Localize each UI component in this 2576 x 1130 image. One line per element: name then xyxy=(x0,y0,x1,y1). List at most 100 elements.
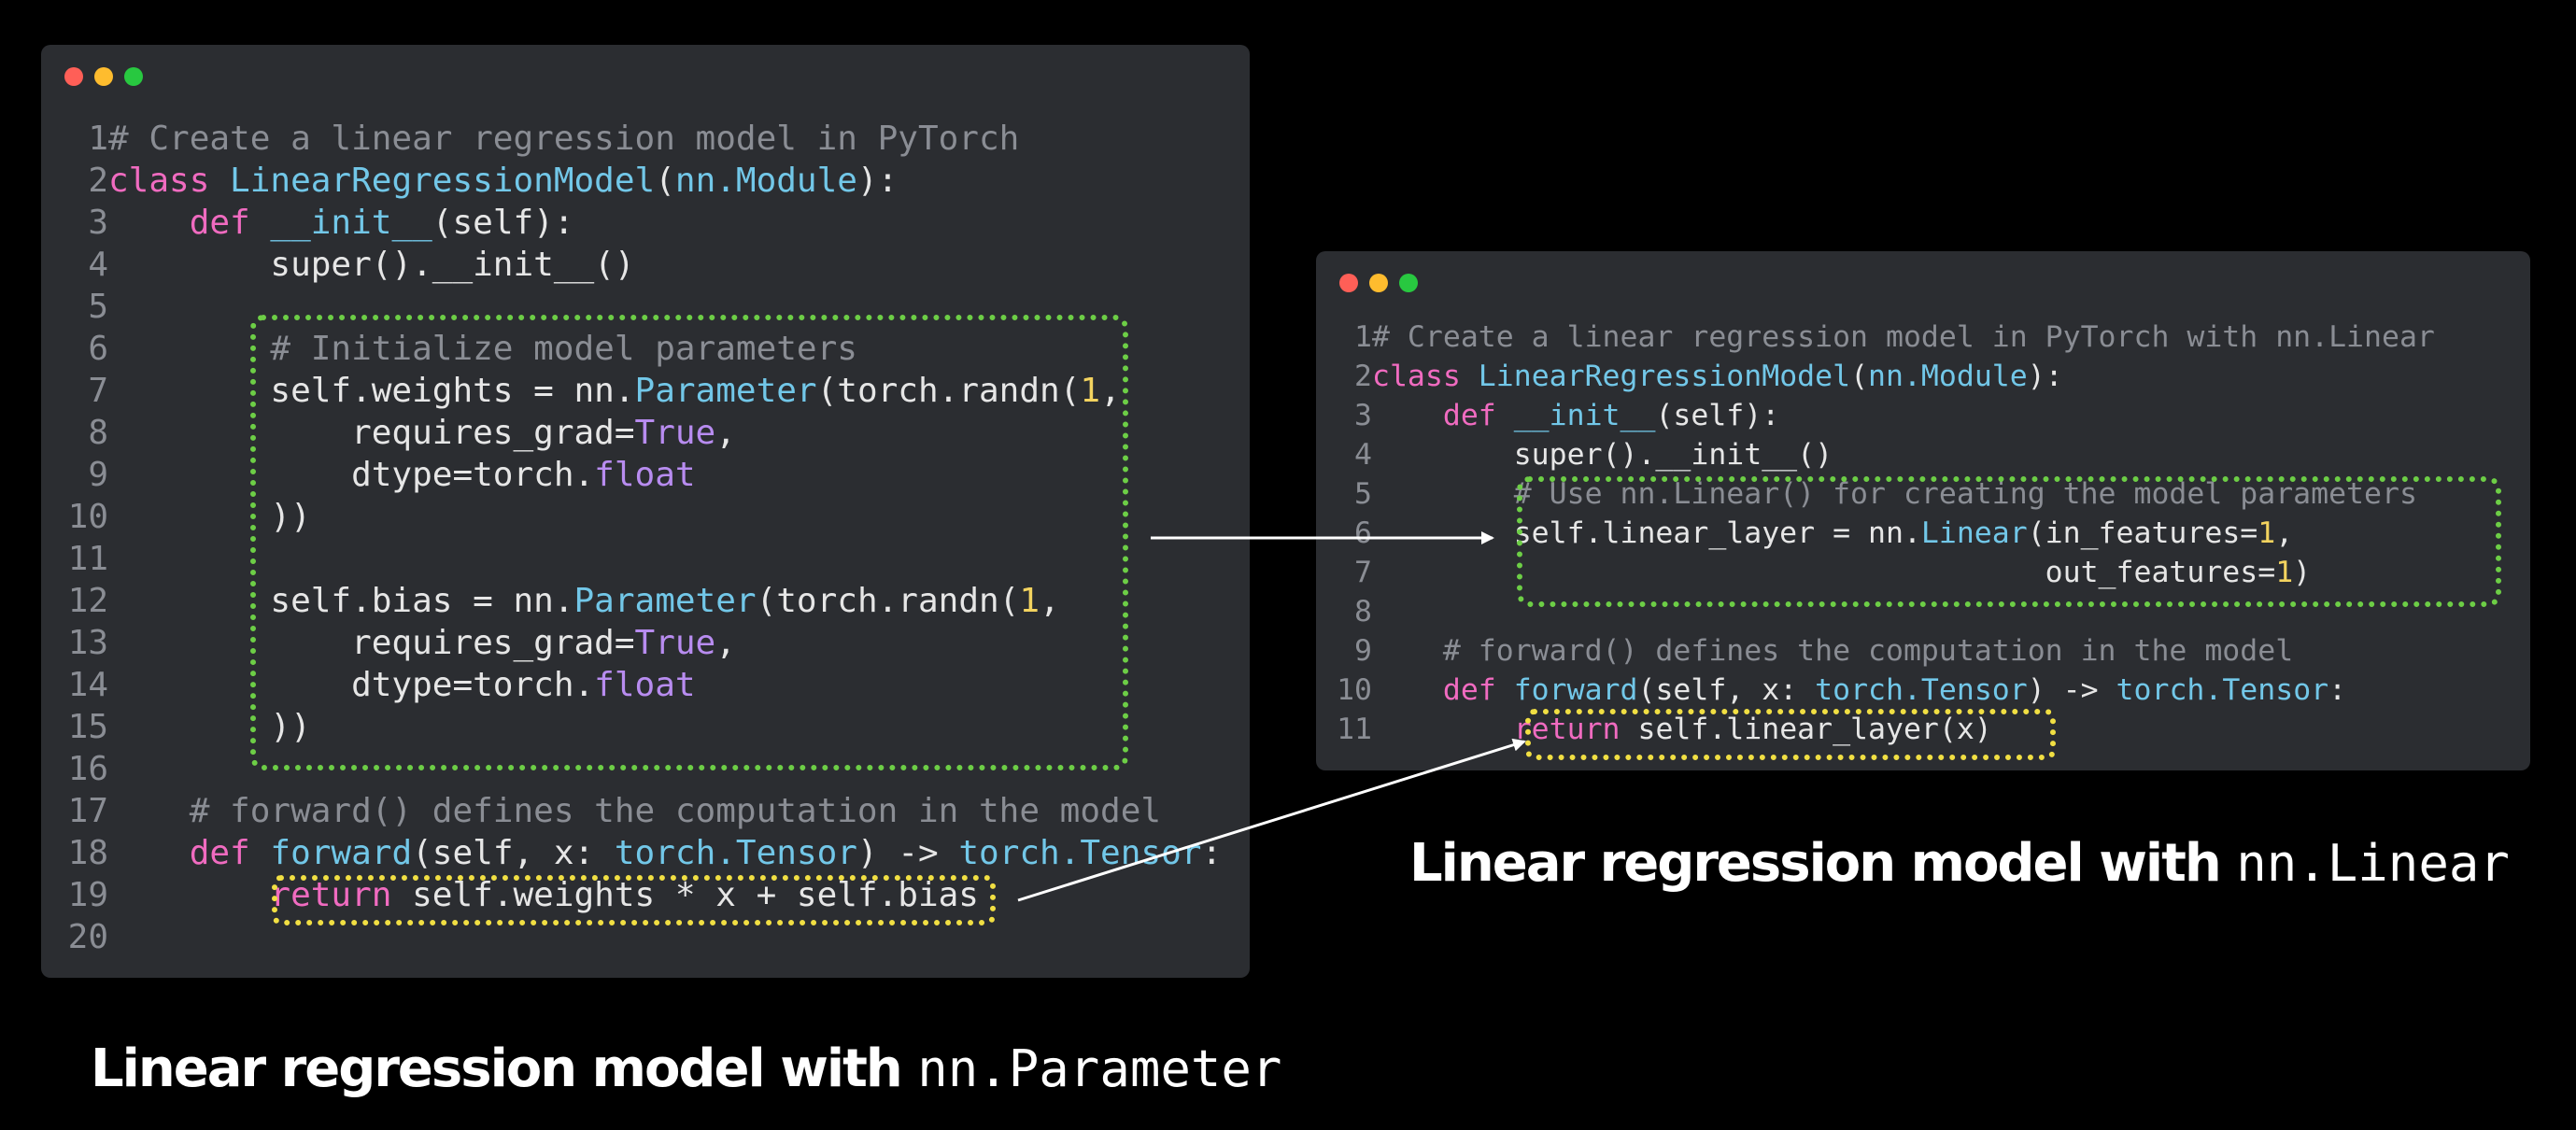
minimize-light-icon[interactable] xyxy=(94,67,113,86)
line-number: 7 xyxy=(88,372,108,410)
line-number: 8 xyxy=(1354,595,1372,629)
line-number: 5 xyxy=(88,288,108,326)
code-token: self.weights * x + self.bias xyxy=(412,876,979,914)
code-token: ): xyxy=(2027,360,2063,393)
code-token: ) xyxy=(2293,556,2312,589)
window-traffic-lights xyxy=(1339,274,1418,292)
caption-right-code: nn.Linear xyxy=(2236,834,2510,893)
code-token: ): xyxy=(856,162,899,200)
code-line: 9 dtype=torch.float xyxy=(41,454,1250,496)
code-token: dtype=torch. xyxy=(108,666,595,704)
code-token: __init__ xyxy=(270,204,432,242)
code-token: torch.Tensor xyxy=(1815,673,2028,707)
code-line: 19 return self.weights * x + self.bias xyxy=(41,874,1250,916)
code-token: : xyxy=(1201,834,1223,872)
code-line: 2class LinearRegressionModel(nn.Module): xyxy=(1316,357,2530,396)
close-light-icon[interactable] xyxy=(64,67,83,86)
code-line: 13 requires_grad=True, xyxy=(41,622,1250,664)
code-token: ) -> xyxy=(2027,673,2116,707)
caption-right-text: Linear regression model with xyxy=(1409,833,2237,894)
line-number: 7 xyxy=(1354,556,1372,589)
code-token: forward xyxy=(270,834,413,872)
line-number: 1 xyxy=(88,120,108,158)
code-token: def xyxy=(1442,399,1514,432)
caption-left-code: nn.Parameter xyxy=(917,1039,1282,1098)
caption-nn-parameter: Linear regression model with nn.Paramete… xyxy=(91,1038,1281,1099)
code-token: # Create a linear regression model in Py… xyxy=(108,120,1020,158)
code-token: , xyxy=(715,624,736,662)
code-line: 7 out_features=1) xyxy=(1316,553,2530,592)
line-number: 2 xyxy=(1354,360,1372,393)
code-token: 1 xyxy=(2258,516,2276,550)
code-line: 18 def forward(self, x: torch.Tensor) ->… xyxy=(41,832,1250,874)
code-token: True xyxy=(634,624,716,662)
line-number: 3 xyxy=(1354,399,1372,432)
code-token: 1 xyxy=(1019,582,1040,620)
code-token: # Initialize model parameters xyxy=(108,330,857,368)
code-line: 15 )) xyxy=(41,706,1250,748)
code-token: return xyxy=(1513,713,1638,746)
code-token: super().__init__() xyxy=(108,246,635,284)
code-line: 6 self.linear_layer = nn.Linear(in_featu… xyxy=(1316,514,2530,553)
code-token: super().__init__() xyxy=(1372,438,1833,472)
code-token: : xyxy=(2328,673,2347,707)
code-line: 2class LinearRegressionModel(nn.Module): xyxy=(41,160,1250,202)
code-token: True xyxy=(634,414,716,452)
line-number: 5 xyxy=(1354,477,1372,511)
code-line: 4 super().__init__() xyxy=(41,244,1250,286)
line-number: 4 xyxy=(1354,438,1372,472)
close-light-icon[interactable] xyxy=(1339,274,1358,292)
minimize-light-icon[interactable] xyxy=(1369,274,1388,292)
code-token: forward xyxy=(1513,673,1638,707)
code-token: (self, x: xyxy=(1637,673,1816,707)
code-token xyxy=(1372,713,1514,746)
line-number: 6 xyxy=(1354,516,1372,550)
code-token: 1 xyxy=(1080,372,1101,410)
line-number: 11 xyxy=(67,540,108,578)
code-token: # Create a linear regression model in Py… xyxy=(1372,320,2435,354)
code-token: return xyxy=(270,876,413,914)
code-token: (in_features= xyxy=(2027,516,2258,550)
code-line: 1# Create a linear regression model in P… xyxy=(1316,318,2530,357)
code-token: out_features= xyxy=(1372,556,2276,589)
line-number: 14 xyxy=(67,666,108,704)
code-token: )) xyxy=(108,498,311,536)
code-line: 8 xyxy=(1316,592,2530,631)
line-number: 16 xyxy=(67,750,108,788)
code-token: nn.Module xyxy=(1868,360,2028,393)
code-line: 6 # Initialize model parameters xyxy=(41,328,1250,370)
code-token: )) xyxy=(108,708,311,746)
maximize-light-icon[interactable] xyxy=(1399,274,1418,292)
code-token: Parameter xyxy=(634,372,817,410)
code-token: Linear xyxy=(1920,516,2028,550)
code-line: 7 self.weights = nn.Parameter(torch.rand… xyxy=(41,370,1250,412)
line-number: 13 xyxy=(67,624,108,662)
code-block-right: 1 # Create a linear regression model in P… xyxy=(1316,318,2530,749)
line-number: 9 xyxy=(1354,634,1372,668)
line-number: 20 xyxy=(67,918,108,956)
code-token: requires_grad= xyxy=(108,624,635,662)
code-line: 8 requires_grad=True, xyxy=(41,412,1250,454)
code-line: 5 # Use nn.Linear() for creating the mod… xyxy=(1316,474,2530,514)
code-token: , xyxy=(1100,372,1121,410)
code-line: 17 # forward() defines the computation i… xyxy=(41,790,1250,832)
line-number: 3 xyxy=(88,204,108,242)
line-number: 11 xyxy=(1337,713,1372,746)
code-token: float xyxy=(594,666,696,704)
code-token: 1 xyxy=(2275,556,2294,589)
code-token: def xyxy=(1442,673,1514,707)
code-token xyxy=(108,834,190,872)
line-number: 19 xyxy=(67,876,108,914)
maximize-light-icon[interactable] xyxy=(124,67,143,86)
line-number: 10 xyxy=(67,498,108,536)
code-line: 11 xyxy=(41,538,1250,580)
code-window-nn-parameter: 1# Create a linear regression model in P… xyxy=(41,45,1250,978)
code-line: 1# Create a linear regression model in P… xyxy=(41,118,1250,160)
code-token: torch.Tensor xyxy=(958,834,1202,872)
code-token xyxy=(108,876,270,914)
code-token: (torch.randn( xyxy=(756,582,1020,620)
line-number: 4 xyxy=(88,246,108,284)
code-token: (self): xyxy=(1655,399,1780,432)
code-line: 3 def __init__(self): xyxy=(41,202,1250,244)
line-number: 10 xyxy=(1337,673,1372,707)
